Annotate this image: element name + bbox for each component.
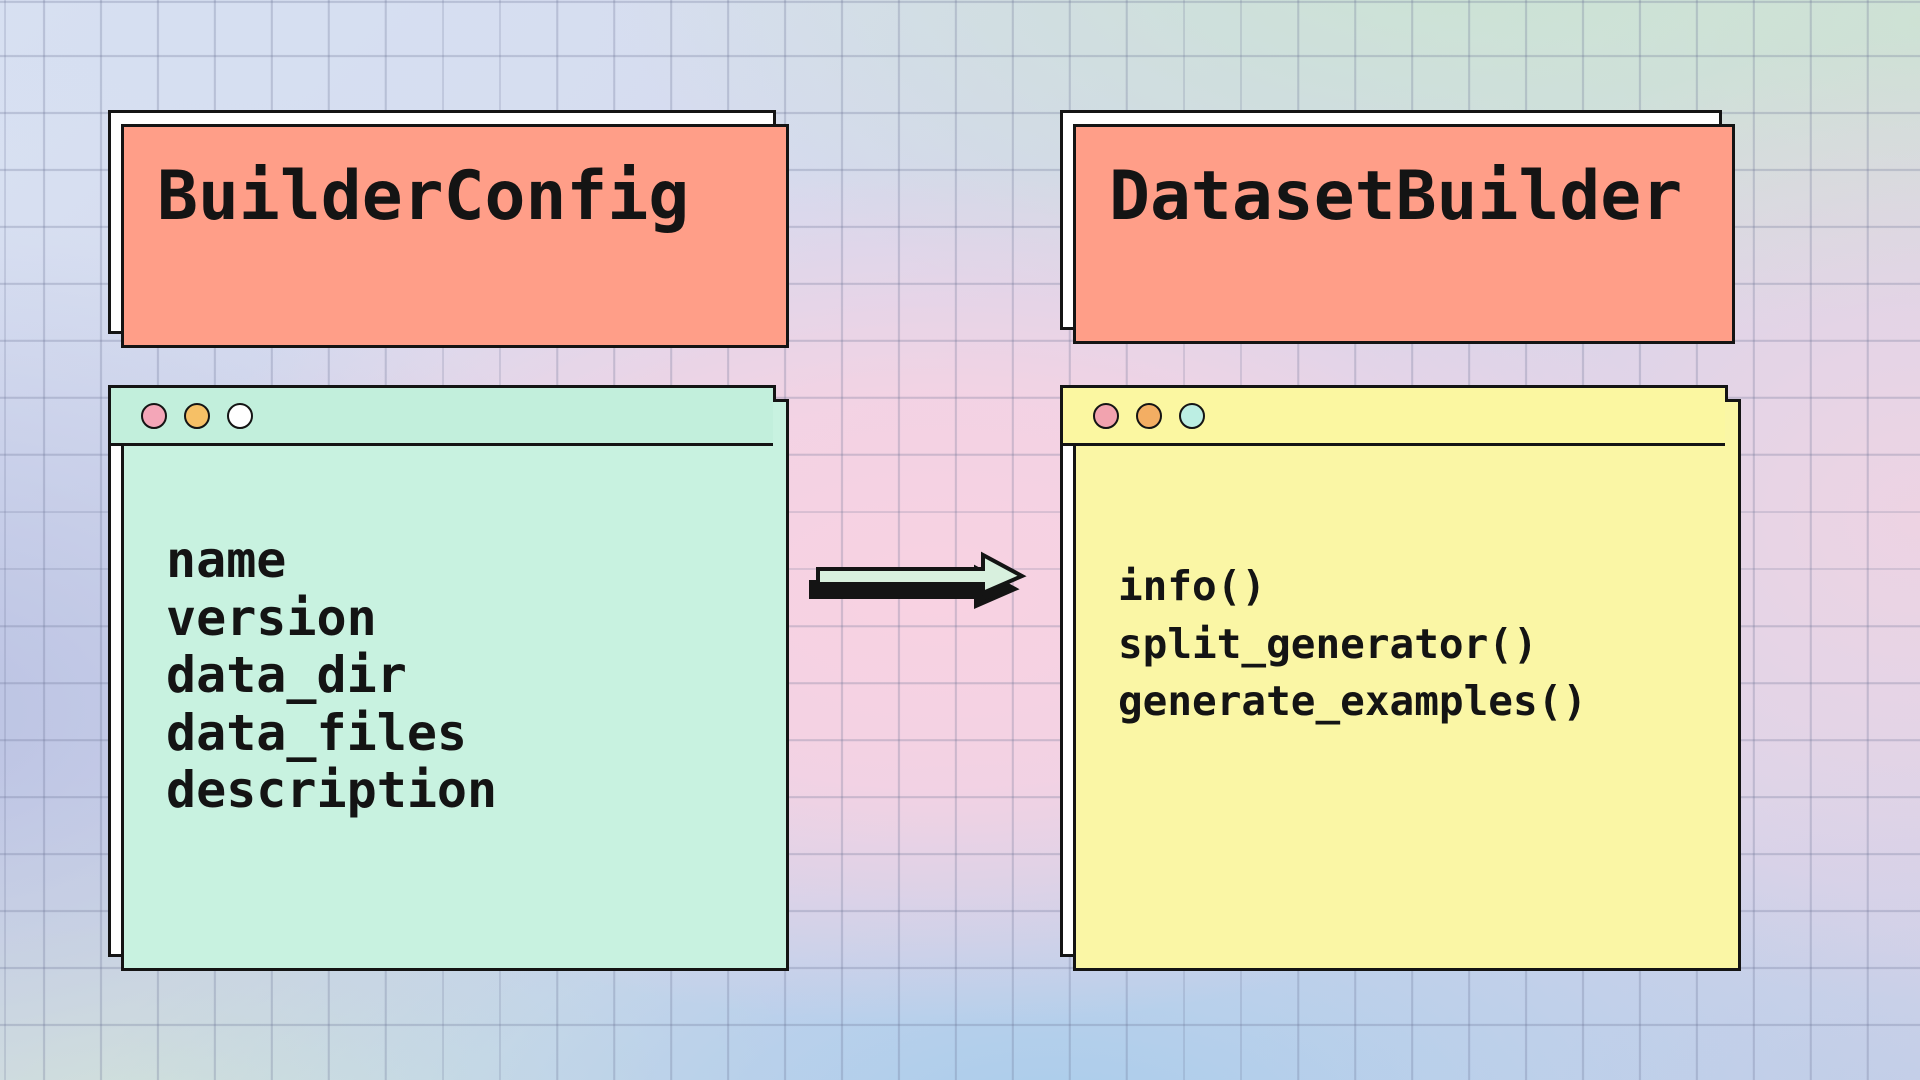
window-dot-icon [141, 402, 167, 429]
list-item: data_dir [166, 646, 407, 704]
window-dot-icon [1093, 402, 1119, 429]
window-dot-icon [184, 402, 210, 429]
arrow-body [816, 551, 1027, 597]
list-item: description [166, 761, 498, 819]
class-title-datasetbuilder: DatasetBuilder [1109, 157, 1683, 236]
list-item: generate_examples() [1118, 677, 1587, 725]
class-title-builderconfig: BuilderConfig [157, 157, 690, 236]
list-item: split_generator() [1118, 619, 1538, 668]
window-titlebar [111, 388, 773, 446]
title-card-builderconfig: BuilderConfig [108, 110, 776, 334]
title-card-datasetbuilder: DatasetBuilder [1060, 110, 1722, 330]
window-dot-icon [227, 402, 253, 429]
flow-arrow-icon [780, 540, 1060, 650]
list-item: version [166, 588, 377, 647]
window-titlebar [1063, 388, 1725, 446]
method-list: info() split_generator() generate_examples… [1063, 446, 1725, 731]
list-item: info() [1118, 562, 1267, 610]
list-item: name [166, 531, 287, 589]
datasetbuilder-window: info() split_generator() generate_examples… [1060, 385, 1728, 957]
window-dot-icon [1179, 402, 1205, 429]
window-dot-icon [1136, 402, 1162, 429]
list-item: data_files [166, 703, 468, 762]
